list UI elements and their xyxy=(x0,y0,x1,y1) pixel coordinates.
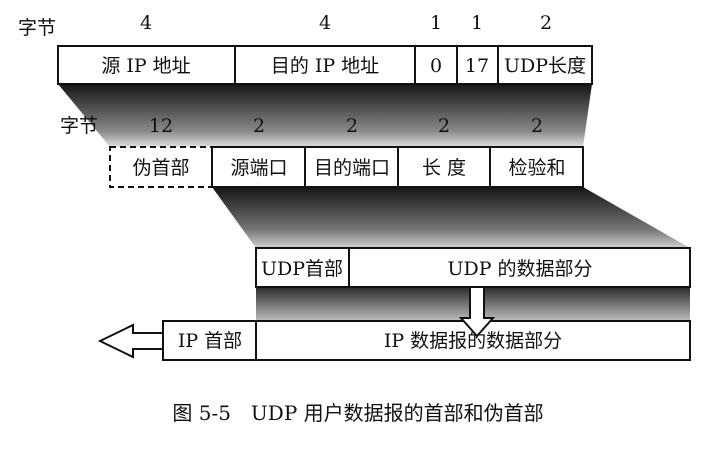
field-zero: 0 xyxy=(430,55,442,77)
ip-header-label: IP 首部 xyxy=(178,330,242,352)
down-arrow-icon xyxy=(458,286,496,338)
field-length: 长 度 xyxy=(422,157,466,179)
udp-size-2: 2 xyxy=(253,115,265,137)
udp-size-3: 2 xyxy=(346,115,358,137)
funnel-udp-header-to-datagram xyxy=(212,187,690,248)
field-checksum: 检验和 xyxy=(508,157,565,179)
udp-header-label: UDP首部 xyxy=(261,258,343,280)
ip-size-1: 4 xyxy=(140,12,152,34)
udp-unit-label: 字节 xyxy=(60,115,98,137)
udp-size-4: 2 xyxy=(438,115,450,137)
ip-size-4: 1 xyxy=(471,12,483,34)
udp-size-5: 2 xyxy=(531,115,543,137)
udp-size-1: 12 xyxy=(149,115,173,137)
figure-caption: 图 5-5 UDP 用户数据报的首部和伪首部 xyxy=(172,401,543,425)
pseudo-header-row xyxy=(57,45,593,85)
ip-size-2: 4 xyxy=(319,12,331,34)
field-source-port: 源端口 xyxy=(230,157,287,179)
field-pseudo-header: 伪首部 xyxy=(132,157,189,179)
field-protocol: 17 xyxy=(465,55,489,77)
left-arrow-icon xyxy=(97,323,164,359)
ip-unit-label: 字节 xyxy=(18,17,56,39)
ip-size-5: 2 xyxy=(540,12,552,34)
field-dest-ip: 目的 IP 地址 xyxy=(271,55,379,77)
udp-datagram xyxy=(255,247,691,288)
funnel-ip-to-udp-header xyxy=(58,84,592,147)
field-source-ip: 源 IP 地址 xyxy=(101,55,190,77)
ip-size-3: 1 xyxy=(430,12,442,34)
udp-data-label: UDP 的数据部分 xyxy=(447,258,592,280)
field-udp-length: UDP长度 xyxy=(504,55,586,77)
ip-data-label: IP 数据报的数据部分 xyxy=(384,330,562,352)
field-dest-port: 目的端口 xyxy=(314,157,390,179)
